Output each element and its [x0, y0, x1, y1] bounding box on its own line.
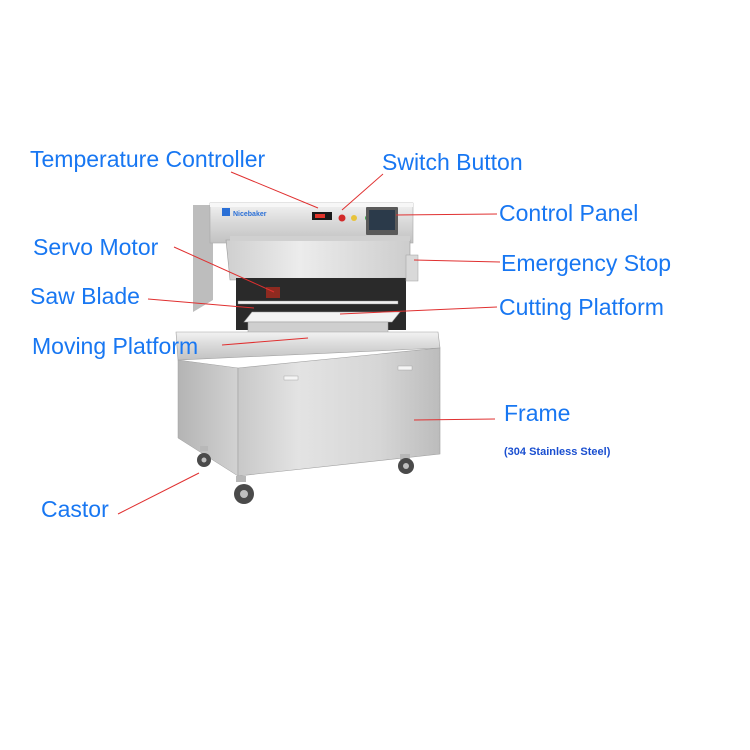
leader-emergency-stop: [413, 259, 501, 263]
leader-cutting-platform: [339, 306, 498, 315]
leader-lines: [117, 171, 501, 515]
leader-control-panel: [395, 213, 498, 216]
label-cutting-platform: Cutting Platform: [499, 294, 664, 320]
brand-logo: Nicebaker: [222, 208, 267, 218]
castors: [197, 446, 414, 504]
castor-front-left: [234, 476, 254, 504]
label-frame: Frame: [504, 400, 571, 426]
temperature-readout: [315, 214, 325, 218]
saw-blade: [237, 300, 399, 305]
cabinet-handle-left: [283, 375, 299, 381]
upper-side-housing: [193, 205, 213, 312]
label-control-panel: Control Panel: [499, 200, 639, 226]
label-servo-motor: Servo Motor: [33, 234, 159, 260]
control-panel: [366, 207, 398, 235]
servo-motor: [266, 287, 280, 298]
frame-cabinet: [237, 347, 441, 477]
castor-front-right: [398, 454, 414, 474]
castor-rear-left: [197, 446, 211, 467]
label-castor: Castor: [41, 496, 109, 522]
leader-servo-motor: [173, 246, 275, 293]
cabinet-handle-right: [397, 365, 413, 371]
label-moving-platform: Moving Platform: [32, 333, 199, 359]
cutting-platform: [243, 311, 401, 323]
leader-switch-button: [341, 173, 384, 211]
leader-frame: [413, 418, 496, 421]
switch-button-red: [338, 214, 346, 222]
leader-temperature-controller: [230, 171, 319, 209]
leader-castor: [117, 472, 200, 515]
switch-button-yellow: [351, 215, 357, 221]
canopy: [225, 236, 411, 281]
label-frame-note: (304 Stainless Steel): [504, 446, 611, 458]
leader-saw-blade: [147, 298, 255, 309]
label-temperature-controller: Temperature Controller: [30, 146, 266, 172]
label-emergency-stop: Emergency Stop: [501, 250, 672, 276]
label-saw-blade: Saw Blade: [30, 283, 140, 309]
leader-moving-platform: [221, 337, 309, 346]
brand-text: Nicebaker: [233, 211, 267, 218]
emergency-stop: [405, 254, 419, 282]
label-switch-button: Switch Button: [382, 149, 523, 175]
